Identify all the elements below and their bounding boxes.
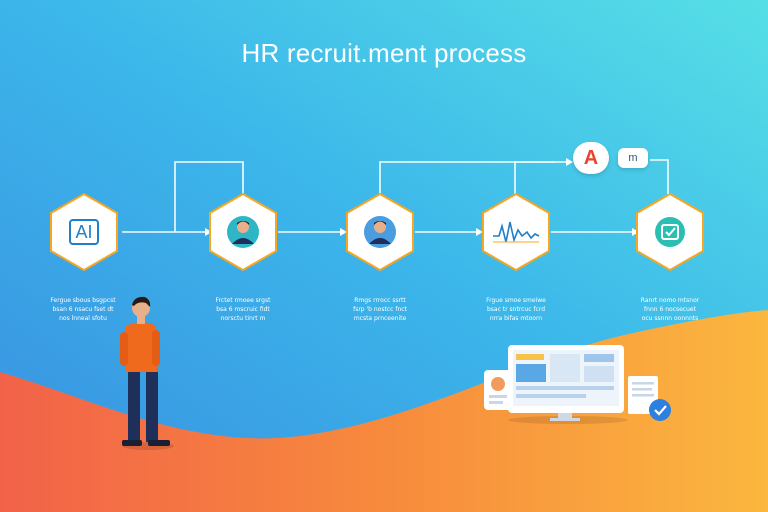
step-1-node: AI	[49, 192, 119, 272]
logo-a-badge: A	[573, 142, 609, 174]
candidate-avatar-icon	[208, 192, 278, 272]
step-2-node	[208, 192, 278, 272]
step-3-node	[345, 192, 415, 272]
page-title: HR recruit.ment process	[241, 38, 527, 68]
step-4-node	[481, 192, 551, 272]
interviewer-avatar-icon	[345, 192, 415, 272]
ai-icon: AI	[69, 219, 99, 245]
step-5-node	[635, 192, 705, 272]
waveform-chart-icon	[481, 192, 551, 272]
dashboard-illustration	[484, 345, 671, 424]
person-illustration	[120, 296, 174, 450]
m-badge: m	[618, 148, 648, 168]
offer-box-icon	[635, 192, 705, 272]
